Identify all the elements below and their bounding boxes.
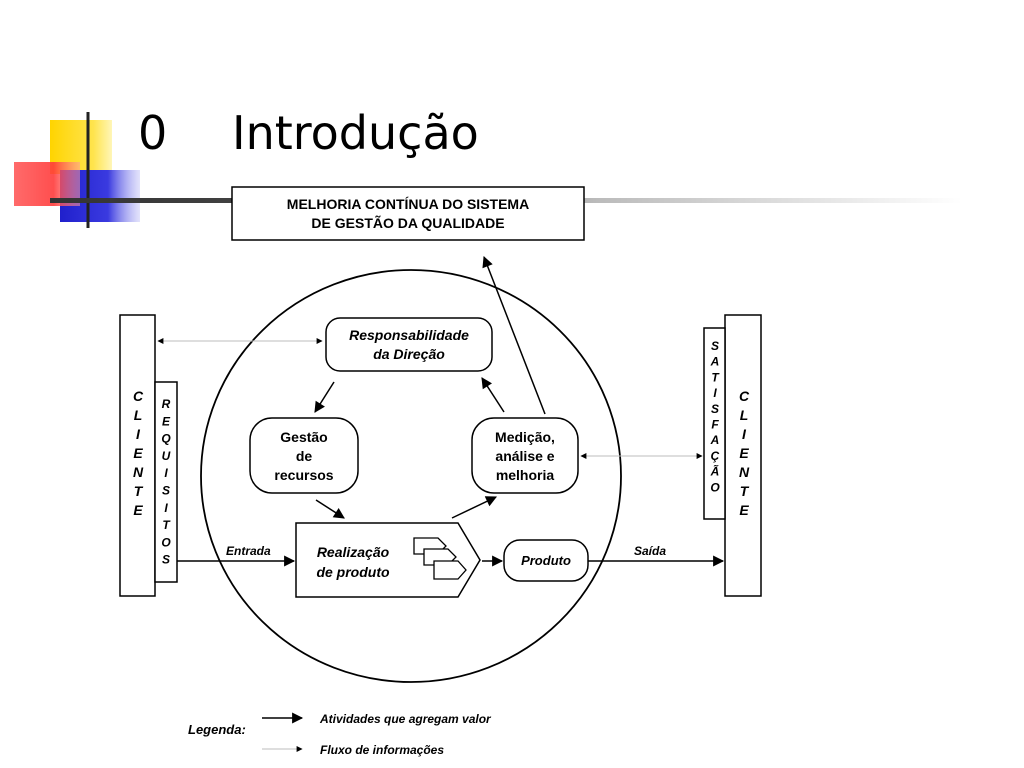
legend: Legenda: Atividades que agregam valor Fl… [188, 712, 492, 757]
slide-title: 0 Introdução [138, 106, 479, 160]
satisfaction-column [703, 327, 726, 520]
measurement-line1: Medição, [495, 429, 555, 445]
legend-label: Legenda: [188, 722, 246, 737]
section-number: 0 [138, 106, 168, 160]
continuous-improvement-box: MELHORIA CONTÍNUA DO SISTEMA DE GESTÃO D… [231, 186, 585, 241]
legend-information-flow: Fluxo de informações [320, 743, 444, 757]
process-circle [200, 269, 622, 683]
management-responsibility-line1: Responsabilidade [349, 327, 469, 343]
top-box-line1: MELHORIA CONTÍNUA DO SISTEMA [287, 196, 529, 212]
measurement-line3: melhoria [496, 467, 555, 483]
resource-management-line2: de [296, 448, 313, 464]
resource-management-box: Gestão de recursos [249, 417, 359, 494]
product-label: Produto [521, 553, 571, 568]
right-client-column [724, 314, 762, 597]
top-box-line2: DE GESTÃO DA QUALIDADE [311, 214, 504, 231]
product-realization-box: Realização de produto [295, 522, 481, 598]
legend-value-activities: Atividades que agregam valor [319, 712, 492, 726]
arrow-responsibility-to-resources [314, 381, 335, 413]
measurement-line2: análise e [495, 448, 554, 464]
arrow-realization-to-measurement [451, 496, 497, 519]
left-client-column [119, 314, 156, 597]
management-responsibility-line2: da Direção [373, 346, 445, 362]
title-text: Introdução [232, 106, 479, 160]
input-label: Entrada [226, 544, 271, 558]
output-label: Saída [634, 544, 666, 558]
resource-management-line3: recursos [274, 467, 333, 483]
subprocess-stack-icon [413, 537, 467, 580]
product-realization-line2: de produto [316, 564, 390, 580]
management-responsibility-box: Responsabilidade da Direção [325, 317, 493, 372]
product-realization-line1: Realização [317, 544, 390, 560]
arrow-measurement-to-improvement [482, 255, 546, 415]
resource-management-line1: Gestão [280, 429, 327, 445]
arrow-measurement-to-responsibility [481, 377, 505, 413]
requirements-column [154, 381, 178, 583]
measurement-analysis-box: Medição, análise e melhoria [471, 417, 579, 494]
product-box: Produto [503, 539, 589, 582]
arrow-resources-to-realization [315, 499, 345, 519]
